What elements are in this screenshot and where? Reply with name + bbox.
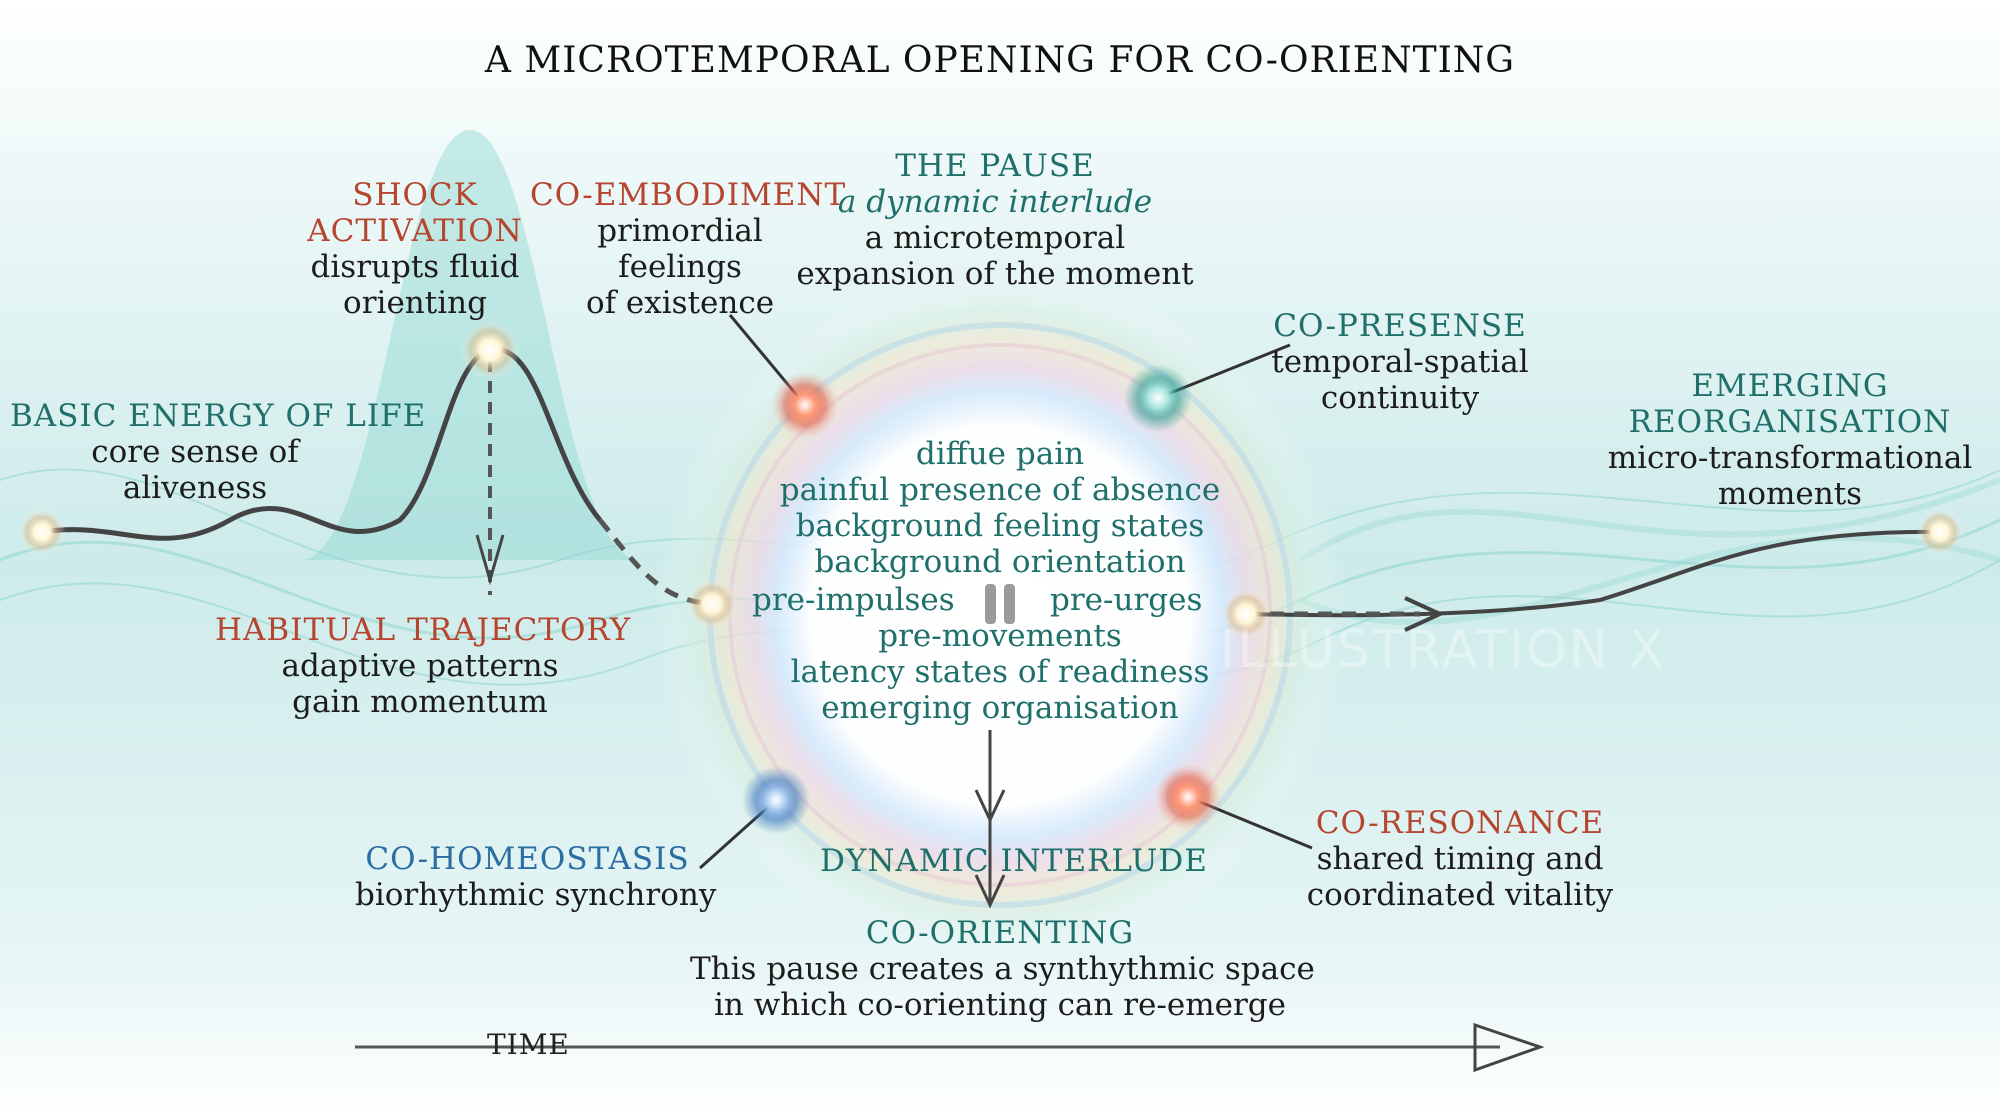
- emerging-line2: moments: [1717, 476, 1863, 512]
- co-embodiment-label: CO-EMBODIMENT primordial feelings of exi…: [530, 177, 847, 321]
- co-presense-line1: temporal-spatial: [1271, 344, 1529, 380]
- co-embodiment-line2: feelings: [618, 249, 742, 285]
- pause-symbol-bar-right: [1004, 584, 1015, 624]
- co-orienting-label: CO-ORIENTING This pause creates a synthy…: [690, 915, 1315, 1023]
- emerging-reorganisation-label: EMERGING REORGANISATION micro-transforma…: [1605, 368, 1975, 512]
- pause-symbol-bar-left: [985, 584, 996, 624]
- the-pause-subtitle: a dynamic interlude: [837, 184, 1153, 220]
- the-pause-line1: a microtemporal: [864, 220, 1126, 256]
- the-pause-heading: THE PAUSE: [895, 148, 1095, 184]
- center-lower-line-1: pre-movements: [878, 618, 1122, 654]
- center-drop-arrowhead-1: [974, 789, 1006, 824]
- co-resonance-line1: shared timing and: [1316, 841, 1604, 877]
- dynamic-interlude-label: DYNAMIC INTERLUDE: [820, 843, 1208, 879]
- time-axis-label: TIME: [487, 1028, 570, 1061]
- co-resonance-line2: coordinated vitality: [1306, 877, 1614, 913]
- the-pause-line2: expansion of the moment: [796, 256, 1194, 292]
- co-presense-heading: CO-PRESENSE: [1273, 308, 1527, 344]
- center-line-4: background orientation: [814, 544, 1186, 580]
- center-left-word: pre-impulses: [752, 582, 955, 618]
- habitual-entry-node: [686, 578, 738, 630]
- basic-energy-heading: BASIC ENERGY OF LIFE: [10, 398, 427, 434]
- emerging-line1: micro-transformational: [1607, 440, 1973, 476]
- co-presense-label: CO-PRESENSE temporal-spatial continuity: [1265, 308, 1535, 416]
- co-homeostasis-node: [742, 766, 810, 834]
- center-right-word: pre-urges: [1050, 582, 1203, 618]
- the-pause-label: THE PAUSE a dynamic interlude a microtem…: [790, 148, 1200, 292]
- co-embodiment-node: [771, 371, 839, 439]
- watermark: ILLUSTRATION X: [1220, 620, 1667, 680]
- habitual-line2: gain momentum: [292, 684, 548, 720]
- pause-center-text: diffue pain painful presence of absence …: [770, 436, 1230, 580]
- center-line-2: painful presence of absence: [779, 472, 1221, 508]
- pause-exit-node: [1220, 588, 1272, 640]
- co-embodiment-line1: primordial: [597, 213, 763, 249]
- pause-center-lower-text: pre-movements latency states of readines…: [770, 618, 1230, 726]
- shock-line2: orienting: [343, 285, 487, 321]
- shock-drop-arrowhead: [475, 534, 505, 586]
- basic-energy-line2: aliveness: [122, 470, 268, 506]
- co-orienting-line1: This pause creates a synthythmic space: [690, 951, 1315, 987]
- co-homeostasis-label: CO-HOMEOSTASIS biorhythmic synchrony: [355, 841, 717, 913]
- basic-energy-node: [18, 508, 66, 556]
- emerging-node: [1916, 508, 1964, 556]
- co-resonance-heading: CO-RESONANCE: [1315, 805, 1605, 841]
- habitual-heading: HABITUAL TRAJECTORY: [215, 612, 632, 648]
- co-homeostasis-heading: CO-HOMEOSTASIS: [365, 841, 690, 877]
- shock-node: [460, 320, 520, 380]
- co-orienting-heading: CO-ORIENTING: [865, 915, 1135, 951]
- co-orienting-line2: in which co-orienting can re-emerge: [714, 987, 1286, 1023]
- center-drop-arrowhead-2: [974, 874, 1006, 909]
- shock-line1: disrupts fluid: [310, 249, 520, 285]
- exit-arrowhead: [1404, 596, 1445, 632]
- co-homeostasis-line1: biorhythmic synchrony: [355, 877, 717, 913]
- shock-heading-2: ACTIVATION: [307, 213, 523, 249]
- habitual-trajectory-label: HABITUAL TRAJECTORY adaptive patterns ga…: [215, 612, 632, 720]
- center-lower-line-2: latency states of readiness: [790, 654, 1210, 690]
- co-embodiment-line3: of existence: [585, 285, 775, 321]
- basic-energy-label: BASIC ENERGY OF LIFE core sense of alive…: [10, 398, 427, 506]
- center-line-1: diffue pain: [915, 436, 1085, 472]
- center-line-3: background feeling states: [795, 508, 1205, 544]
- co-resonance-label: CO-RESONANCE shared timing and coordinat…: [1305, 805, 1615, 913]
- emerging-trajectory-line: [1245, 529, 1941, 618]
- co-presense-node: [1124, 364, 1192, 432]
- co-embodiment-heading: CO-EMBODIMENT: [530, 177, 847, 213]
- shock-heading-1: SHOCK: [352, 177, 478, 213]
- emerging-heading-1: EMERGING: [1691, 368, 1889, 404]
- habitual-line1: adaptive patterns: [281, 648, 559, 684]
- time-axis-arrowhead: [1473, 1022, 1545, 1073]
- shock-activation-label: SHOCK ACTIVATION disrupts fluid orientin…: [295, 177, 535, 321]
- center-lower-line-3: emerging organisation: [821, 690, 1179, 726]
- co-resonance-node: [1154, 763, 1222, 831]
- co-presense-line2: continuity: [1320, 380, 1480, 416]
- diagram-title: A MICROTEMPORAL OPENING FOR CO-ORIENTING: [484, 40, 1516, 81]
- basic-energy-line1: core sense of: [91, 434, 299, 470]
- emerging-heading-2: REORGANISATION: [1628, 404, 1952, 440]
- energy-trajectory-line: [41, 347, 602, 541]
